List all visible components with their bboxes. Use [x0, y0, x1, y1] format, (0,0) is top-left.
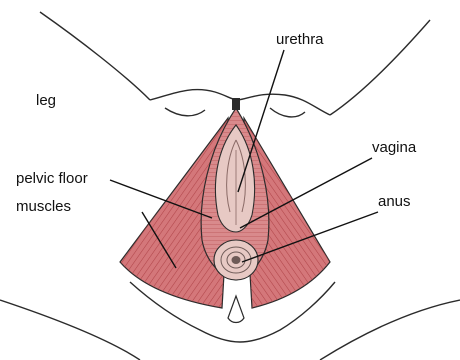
urethra-opening — [232, 98, 240, 110]
anus-structure — [214, 240, 258, 280]
label-leg: leg — [36, 92, 56, 109]
label-anus: anus — [378, 193, 411, 210]
label-vagina: vagina — [372, 139, 417, 156]
coccyx — [228, 296, 244, 323]
label-muscles: muscles — [16, 198, 71, 215]
label-pelvic-floor: pelvic floor — [16, 170, 88, 187]
label-urethra: urethra — [276, 31, 324, 48]
